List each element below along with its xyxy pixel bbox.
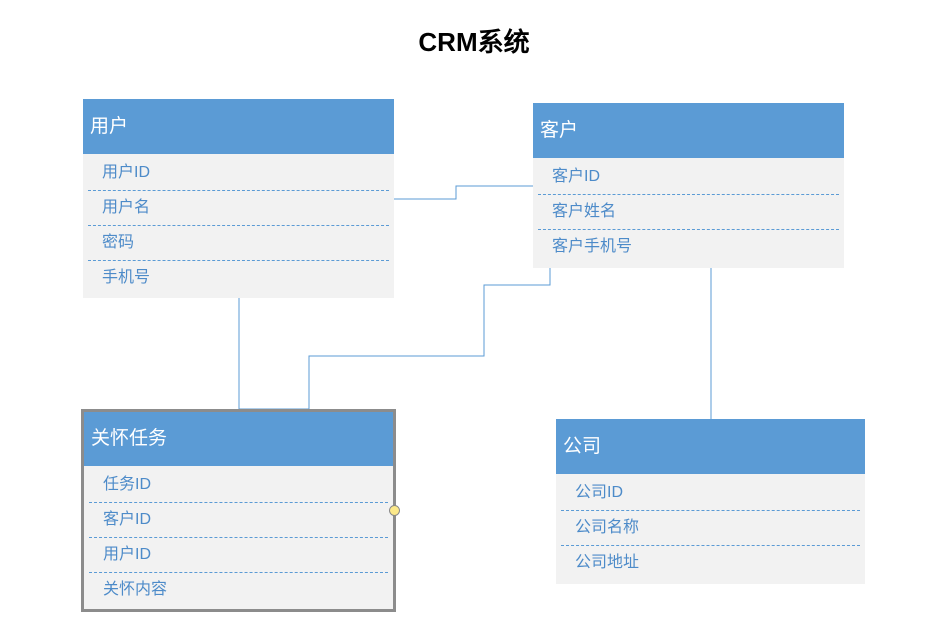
field-item: 关怀内容 xyxy=(89,572,388,607)
field-item: 公司ID xyxy=(575,484,624,501)
field-item: 用户名 xyxy=(88,190,389,225)
field-item: 客户姓名 xyxy=(538,194,839,229)
field-item: 任务ID xyxy=(103,476,152,493)
diagram-title: CRM系统 xyxy=(418,27,530,57)
field-item: 用户ID xyxy=(102,164,151,181)
entity-care-task[interactable]: 关怀任务 任务ID 客户ID 用户ID 关怀内容 xyxy=(81,409,396,612)
field-item: 客户ID xyxy=(552,168,601,185)
resize-handle[interactable] xyxy=(389,505,400,516)
field-item: 手机号 xyxy=(88,260,389,295)
connector-user-customer[interactable] xyxy=(394,185,533,200)
field-item: 密码 xyxy=(88,225,389,260)
entity-customer[interactable]: 客户 客户ID 客户姓名 客户手机号 xyxy=(533,103,844,268)
entity-company[interactable]: 公司 公司ID 公司名称 公司地址 xyxy=(556,419,865,584)
field-item: 公司地址 xyxy=(561,545,860,580)
field-item: 公司名称 xyxy=(561,510,860,545)
entity-header: 客户 xyxy=(533,103,844,158)
field-item: 用户ID xyxy=(89,537,388,572)
entity-header: 公司 xyxy=(556,419,865,474)
entity-header: 用户 xyxy=(83,99,394,154)
field-item: 客户手机号 xyxy=(538,229,839,264)
entity-user[interactable]: 用户 用户ID 用户名 密码 手机号 xyxy=(83,99,394,298)
field-item: 客户ID xyxy=(89,502,388,537)
connector-customer-caretask[interactable] xyxy=(239,268,551,410)
entity-header: 关怀任务 xyxy=(84,412,393,466)
